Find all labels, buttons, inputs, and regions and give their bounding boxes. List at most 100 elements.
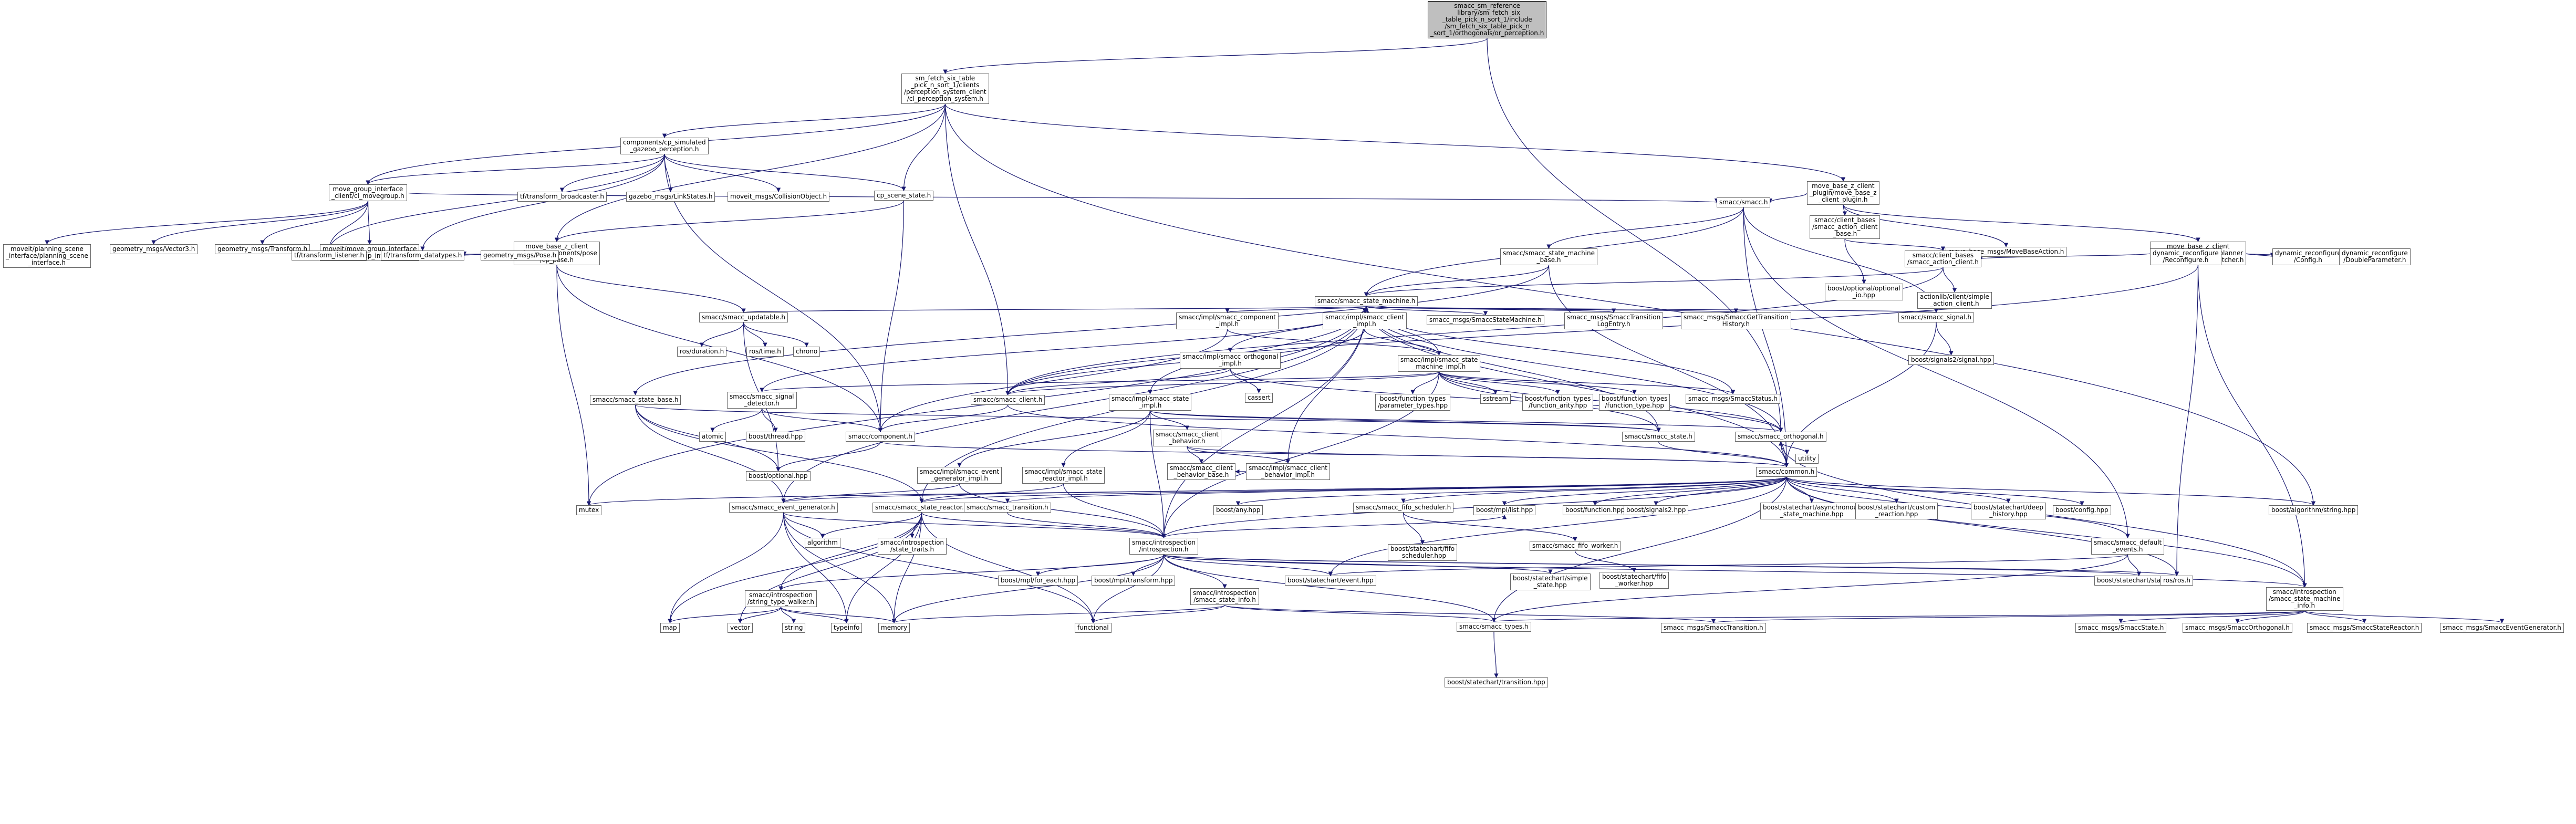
graph-node-defevents[interactable]: smacc/smacc_default _events.h bbox=[2091, 538, 2165, 555]
graph-node-orthmsg[interactable]: smacc_msgs/SmaccOrthogonal.h bbox=[2183, 623, 2292, 633]
graph-node-smbase[interactable]: smacc/smacc_state_machine _base.h bbox=[1500, 248, 1597, 265]
graph-node-fifosched[interactable]: smacc/smacc_fifo_scheduler.h bbox=[1353, 503, 1454, 513]
graph-node-rosduration[interactable]: ros/duration.h bbox=[677, 347, 727, 357]
graph-node-config[interactable]: boost/config.hpp bbox=[2053, 505, 2111, 515]
graph-node-gtransform[interactable]: geometry_msgs/Transform.h bbox=[215, 244, 310, 254]
graph-node-typeinfo[interactable]: typeinfo bbox=[831, 623, 863, 633]
graph-node-atomic[interactable]: atomic bbox=[699, 432, 726, 442]
graph-node-stateh[interactable]: smacc/smacc_state.h bbox=[1622, 432, 1695, 442]
graph-node-sigdet[interactable]: smacc/smacc_signal _detector.h bbox=[727, 392, 797, 409]
graph-node-orthogonalh[interactable]: smacc/smacc_orthogonal.h bbox=[1735, 432, 1826, 442]
graph-node-cpscene[interactable]: cp_scene_state.h bbox=[874, 191, 934, 201]
graph-node-common[interactable]: smacc/common.h bbox=[1756, 467, 1817, 477]
graph-node-map[interactable]: map bbox=[660, 623, 680, 633]
graph-node-ftparam[interactable]: boost/function_types /parameter_types.hp… bbox=[1375, 394, 1451, 411]
graph-node-actionlib[interactable]: actionlib/client/simple _action_client.h bbox=[1917, 292, 1992, 309]
graph-node-signal2[interactable]: boost/signals2/signal.hpp bbox=[1908, 355, 1994, 365]
graph-node-tfbroad[interactable]: tf/transform_broadcaster.h bbox=[517, 192, 607, 202]
graph-node-scevent[interactable]: boost/statechart/event.hpp bbox=[1285, 576, 1376, 586]
graph-node-evgenmsg[interactable]: smacc_msgs/SmaccEventGenerator.h bbox=[2440, 623, 2564, 633]
graph-node-comp_impl[interactable]: smacc/impl/smacc_component _impl.h bbox=[1176, 312, 1279, 329]
graph-node-scfifo[interactable]: boost/statechart/fifo _scheduler.hpp bbox=[1388, 544, 1458, 561]
graph-node-functional[interactable]: functional bbox=[1075, 623, 1112, 633]
graph-node-mutex[interactable]: mutex bbox=[576, 505, 602, 515]
graph-node-statemsg[interactable]: smacc_msgs/SmaccState.h bbox=[2075, 623, 2167, 633]
graph-node-smacctypes[interactable]: smacc/smacc_types.h bbox=[1457, 622, 1531, 632]
graph-node-transform[interactable]: boost/mpl/transform.hpp bbox=[1092, 576, 1176, 586]
graph-node-stateimpl[interactable]: smacc/impl/smacc_state _impl.h bbox=[1109, 394, 1192, 411]
graph-node-algorithm[interactable]: algorithm bbox=[805, 538, 840, 548]
graph-node-client_impl[interactable]: smacc/impl/smacc_client _impl.h bbox=[1323, 312, 1407, 329]
graph-node-evgen[interactable]: smacc/smacc_event_generator.h bbox=[729, 503, 838, 513]
graph-node-cbactionbase[interactable]: smacc/client_bases /smacc_action_client … bbox=[1810, 215, 1881, 239]
graph-node-dynreconf[interactable]: dynamic_reconfigure /Reconfigure.h bbox=[2150, 248, 2221, 265]
graph-node-statereactor[interactable]: smacc/smacc_state_reactor.h bbox=[872, 503, 971, 513]
graph-node-srimpl[interactable]: smacc/impl/smacc_state _reactor_impl.h bbox=[1022, 467, 1105, 484]
graph-node-signals2hpp[interactable]: boost/signals2.hpp bbox=[1624, 505, 1689, 515]
graph-node-cassert[interactable]: cassert bbox=[1245, 393, 1273, 403]
graph-node-srmsg[interactable]: smacc_msgs/SmaccStateReactor.h bbox=[2307, 623, 2422, 633]
graph-node-moveitcol[interactable]: moveit_msgs/CollisionObject.h bbox=[728, 192, 830, 202]
graph-node-smach[interactable]: smacc/smacc_state_machine.h bbox=[1315, 296, 1418, 306]
graph-node-transmsg[interactable]: smacc_msgs/SmaccTransition LogEntry.h bbox=[1564, 312, 1664, 329]
graph-node-cbaction[interactable]: smacc/client_bases /smacc_action_client.… bbox=[1905, 251, 1981, 267]
graph-node-rosh[interactable]: ros/ros.h bbox=[2160, 576, 2193, 586]
graph-node-deephist[interactable]: boost/statechart/deep _history.hpp bbox=[1971, 503, 2046, 519]
graph-node-typewalker[interactable]: smacc/introspection /string_type_walker.… bbox=[745, 590, 817, 607]
graph-node-scsimple[interactable]: boost/statechart/simple _state.hpp bbox=[1510, 573, 1591, 590]
graph-node-planning[interactable]: moveit/planning_scene _interface/plannin… bbox=[3, 244, 91, 268]
graph-node-functionhpp[interactable]: boost/function.hpp bbox=[1563, 505, 1627, 515]
graph-node-transitionh[interactable]: smacc/smacc_transition.h bbox=[964, 503, 1051, 513]
graph-node-mbclient[interactable]: move_base_z_client _plugin/move_base_z _… bbox=[1807, 181, 1879, 205]
graph-node-smconfig[interactable]: smacc/introspection /smacc_state_machine… bbox=[2266, 587, 2343, 611]
graph-node-statebase[interactable]: smacc/smacc_state_base.h bbox=[590, 395, 681, 405]
graph-node-optional[interactable]: boost/optional.hpp bbox=[746, 471, 811, 481]
graph-node-tfdatatypes[interactable]: tf/transform_datatypes.h bbox=[381, 251, 465, 260]
graph-node-string[interactable]: string bbox=[782, 623, 806, 633]
graph-node-signal[interactable]: smacc/smacc_signal.h bbox=[1898, 312, 1974, 322]
graph-node-ftarity[interactable]: boost/function_types /function_arity.hpp bbox=[1522, 394, 1594, 411]
graph-node-vec3[interactable]: geometry_msgs/Vector3.h bbox=[110, 244, 198, 254]
graph-node-anyhpp[interactable]: boost/any.hpp bbox=[1213, 505, 1263, 515]
graph-node-fttype[interactable]: boost/function_types /function_type.hpp bbox=[1599, 394, 1670, 411]
graph-node-dyndouble[interactable]: dynamic_reconfigure /DoubleParameter.h bbox=[2339, 248, 2411, 265]
graph-node-statetraits[interactable]: smacc/introspection /state_traits.h bbox=[878, 538, 947, 555]
graph-node-introspection[interactable]: smacc/introspection /introspection.h bbox=[1129, 538, 1199, 555]
graph-node-statusmsg[interactable]: smacc_msgs/SmaccStatus.h bbox=[1686, 394, 1780, 404]
graph-node-mgi[interactable]: move_group_interface _client/cl_movegrou… bbox=[329, 184, 407, 201]
graph-node-algostring[interactable]: boost/algorithm/string.hpp bbox=[2269, 505, 2359, 515]
graph-node-orth_impl[interactable]: smacc/impl/smacc_orthogonal _impl.h bbox=[1180, 352, 1281, 369]
graph-node-optionalh[interactable]: boost/optional/optional _io.hpp bbox=[1825, 284, 1903, 300]
graph-node-root[interactable]: smacc_sm_reference _library/sm_fetch_six… bbox=[1428, 1, 1547, 38]
graph-node-scfifow[interactable]: boost/statechart/fifo _worker.hpp bbox=[1599, 572, 1669, 589]
graph-node-vector[interactable]: vector bbox=[728, 623, 753, 633]
graph-node-asyncsm[interactable]: boost/statechart/asynchronous _state_mac… bbox=[1760, 503, 1864, 519]
graph-node-dynconfig[interactable]: dynamic_reconfigure /Config.h bbox=[2272, 248, 2344, 265]
graph-node-chrono[interactable]: chrono bbox=[793, 347, 820, 357]
graph-node-evgenimpl[interactable]: smacc/impl/smacc_event _generator_impl.h bbox=[917, 467, 1002, 484]
graph-node-componenth[interactable]: smacc/component.h bbox=[846, 432, 915, 442]
graph-node-updatable[interactable]: smacc/smacc_updatable.h bbox=[699, 312, 788, 322]
graph-node-transmsg2[interactable]: smacc_msgs/SmaccTransition.h bbox=[1661, 623, 1766, 633]
graph-node-thread[interactable]: boost/thread.hpp bbox=[746, 432, 806, 442]
graph-node-percsys[interactable]: sm_fetch_six_table _pick_n_sort_1/client… bbox=[901, 74, 989, 104]
graph-node-rostime[interactable]: ros/time.h bbox=[746, 347, 784, 357]
graph-node-stateinfo[interactable]: smacc/introspection /smacc_state_info.h bbox=[1190, 588, 1260, 605]
graph-node-transhist[interactable]: smacc_msgs/SmaccGetTransition History.h bbox=[1681, 312, 1791, 329]
graph-node-mplhpp[interactable]: boost/mpl/list.hpp bbox=[1473, 505, 1536, 515]
graph-node-sstream[interactable]: sstream bbox=[1480, 394, 1511, 404]
graph-node-gzlink[interactable]: gazebo_msgs/LinkStates.h bbox=[626, 192, 715, 202]
graph-node-utility[interactable]: utility bbox=[1795, 454, 1819, 464]
graph-node-smimpl[interactable]: smacc/impl/smacc_state _machine_impl.h bbox=[1398, 355, 1481, 372]
graph-node-cbehavior[interactable]: smacc/smacc_client _behavior.h bbox=[1153, 430, 1221, 446]
graph-node-customreact[interactable]: boost/statechart/custom _reaction.hpp bbox=[1855, 503, 1938, 519]
graph-node-cbbase[interactable]: smacc/smacc_client _behavior_base.h bbox=[1167, 463, 1235, 480]
graph-node-fifoworker[interactable]: smacc/smacc_fifo_worker.h bbox=[1530, 541, 1621, 551]
graph-node-cbimpl[interactable]: smacc/impl/smacc_client _behavior_impl.h bbox=[1246, 463, 1330, 480]
graph-node-sctransition[interactable]: boost/statechart/transition.hpp bbox=[1445, 677, 1548, 687]
graph-node-memory[interactable]: memory bbox=[878, 623, 910, 633]
graph-node-clienth[interactable]: smacc/smacc_client.h bbox=[971, 395, 1045, 405]
graph-node-smmsg[interactable]: smacc_msgs/SmaccStateMachine.h bbox=[1427, 315, 1544, 325]
graph-node-gpose[interactable]: geometry_msgs/Pose.h bbox=[481, 251, 559, 260]
graph-node-cpsim[interactable]: components/cp_simulated _gazebo_percepti… bbox=[620, 138, 709, 154]
